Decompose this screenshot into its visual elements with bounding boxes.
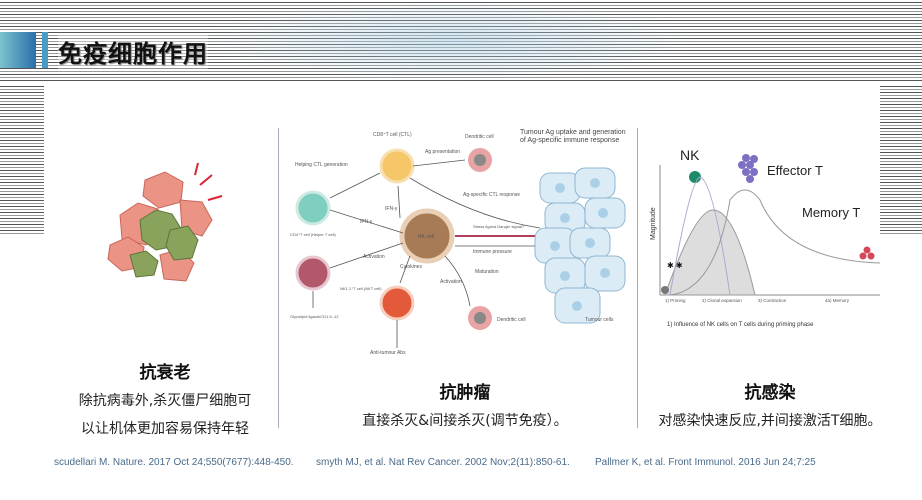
- label-ag-presentation: Ag presentation: [425, 149, 460, 155]
- divider: [637, 128, 638, 428]
- panel-heading: 抗肿瘤: [439, 383, 491, 403]
- label-nk: NK cell: [418, 234, 434, 240]
- panel-text: 以让机体更加容易保持年轻: [81, 421, 249, 437]
- label-memory: Memory T: [802, 205, 860, 220]
- label-tumour-ag: Tumour Ag uptake and generation of Ag-sp…: [520, 129, 632, 145]
- label-effector: Effector T: [767, 163, 823, 178]
- immune-response-chart: NK Effector T Memory T Magnitude ✱ ✱ 1) …: [650, 147, 881, 328]
- label-glycolipid: Glycolipid ligand/CD1 IL-12: [290, 314, 339, 319]
- cd8-t-cell: [379, 148, 415, 184]
- label-maturation: Maturation: [475, 269, 499, 275]
- label-tumour-cells: Tumour cells: [585, 317, 614, 323]
- priming-curve: [664, 209, 756, 296]
- phase-4: 4a) Memory: [825, 298, 850, 303]
- reference-2: smyth MJ, et al. Nat Rev Cancer. 2002 No…: [316, 457, 570, 468]
- effector-curve: [669, 189, 881, 296]
- divider: [278, 128, 279, 428]
- page-title: 免疫细胞作用: [58, 34, 208, 69]
- tumour-cells: [534, 167, 626, 324]
- label-helping: Helping CTL generation: [295, 162, 348, 168]
- svg-text:✱ ✱: ✱ ✱: [667, 261, 683, 270]
- label-dc-top: Dendritic cell: [465, 134, 494, 140]
- phase-2: 2) Clonal expansion: [702, 298, 742, 303]
- label-cd4: CD4⁺T cell (Helper T cell): [290, 232, 336, 237]
- label-activation-1: Activation: [363, 254, 385, 260]
- label-cd8: CD8⁺T cell (CTL): [373, 132, 412, 138]
- phase-1: 1) Priming: [665, 298, 686, 303]
- reference-1: scudellari M. Nature. 2017 Oct 24;550(76…: [54, 457, 294, 468]
- panel-heading: 抗衰老: [139, 363, 191, 383]
- y-axis-label: Magnitude: [650, 207, 657, 240]
- label-nkt: NK1.1⁺T cell (NKT cell): [340, 286, 382, 291]
- memory-t-icon: [859, 246, 875, 260]
- panel-anti-infection: 抗感染 对感染快速反应,并间接激活T细胞。: [640, 378, 900, 435]
- nk-cell-tumour-diagram: CD8⁺T cell (CTL) Dendritic cell Ag prese…: [290, 132, 626, 356]
- effector-t-icon: [738, 154, 758, 183]
- title-accent-thin: [42, 32, 48, 68]
- chart-caption: 1) Influence of NK cells on T cells duri…: [667, 322, 814, 328]
- left-stripes: [0, 84, 44, 236]
- label-activation-2: Activation: [440, 279, 462, 285]
- label-nk: NK: [680, 147, 700, 163]
- phase-3: 3) Contraction: [758, 298, 787, 303]
- panel-anti-aging: 抗衰老 除抗病毒外,杀灭僵尸细胞可 以让机体更加容易保持年轻: [60, 358, 270, 443]
- nk-curve: [669, 176, 731, 296]
- label-abs: Anti-tumour Abs: [370, 350, 406, 356]
- label-ag-ctl: Ag-specific CTL response: [463, 192, 520, 198]
- label-stress: Stress ligand Danger signal?: [473, 224, 525, 229]
- label-dc-bottom: Dendritic cell: [497, 317, 526, 323]
- label-immune-pressure: Immune pressure: [473, 249, 512, 255]
- cd4-t-cell: [295, 190, 331, 226]
- title-accent: [0, 32, 36, 68]
- label-cytokines: Cytokines: [400, 264, 422, 270]
- panel-text: 直接杀灭&间接杀灭(调节免疫）。: [362, 413, 568, 429]
- nk-cell-icon: [689, 171, 701, 183]
- panel-text: 除抗病毒外,杀灭僵尸细胞可: [78, 393, 252, 409]
- panel-heading: 抗感染: [744, 383, 796, 403]
- panel-text: 对感染快速反应,并间接激活T细胞。: [658, 413, 882, 429]
- label-ifn-2: IFN-γ: [360, 219, 373, 225]
- b-cell: [379, 285, 415, 321]
- senescent-cells-illustration: [107, 162, 223, 282]
- label-ifn-1: IFN-γ: [385, 206, 398, 212]
- right-stripes: [880, 84, 922, 236]
- nk-cell: [399, 208, 455, 264]
- panel-anti-tumour: 抗肿瘤 直接杀灭&间接杀灭(调节免疫）。: [320, 378, 610, 435]
- header-background: [200, 0, 700, 82]
- reference-3: Pallmer K, et al. Front Immunol. 2016 Ju…: [595, 457, 816, 468]
- nkt-cell: [295, 255, 331, 291]
